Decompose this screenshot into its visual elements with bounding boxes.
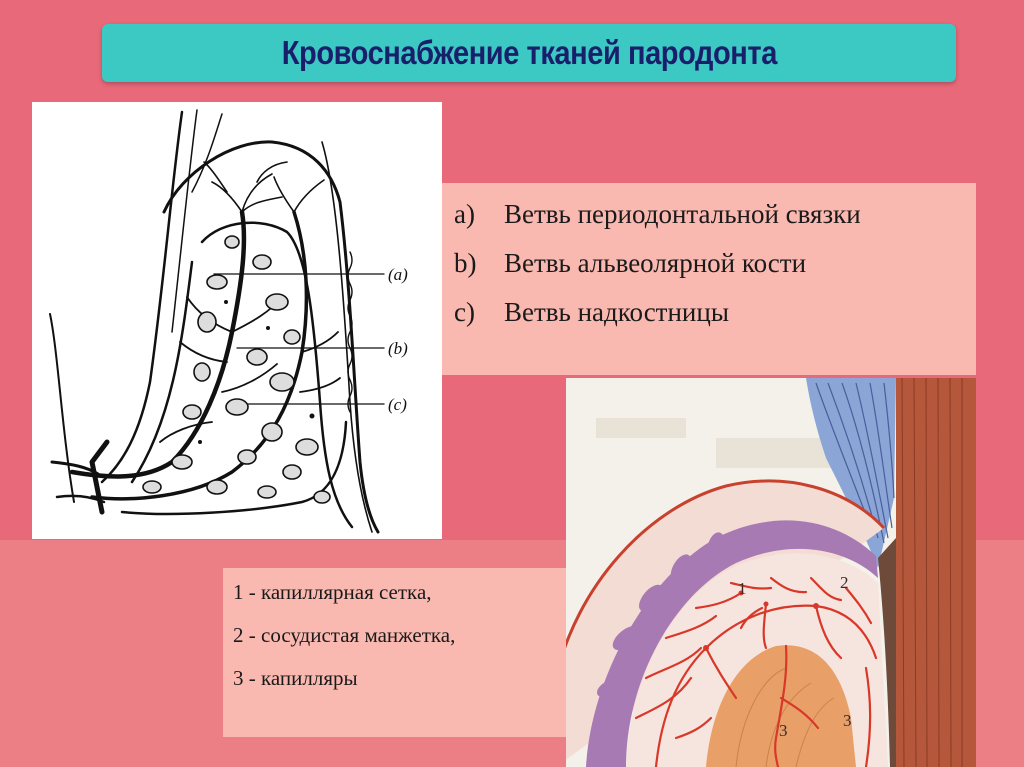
legend-marker: c) bbox=[454, 297, 475, 327]
legend-capillaries-list: 1 - капиллярная сетка, 2 - сосудистая ма… bbox=[223, 568, 566, 689]
periodontal-vessels-svg: (a) (b) (c) bbox=[49, 109, 408, 534]
diagram-label-a: (a) bbox=[388, 265, 408, 284]
gingiva-capillaries-illustration: 1 2 3 3 bbox=[566, 378, 976, 767]
illustration-label-1: 1 bbox=[738, 579, 747, 598]
legend-item: 3 - капилляры bbox=[233, 666, 358, 690]
legend-item: 1 - капиллярная сетка, bbox=[233, 580, 432, 604]
legend-item: b) Ветвь альвеолярной кости bbox=[454, 250, 976, 277]
diagram-label-b: (b) bbox=[388, 339, 408, 358]
legend-marker: a) bbox=[454, 199, 475, 229]
legend-item: c) Ветвь надкостницы bbox=[454, 299, 976, 326]
legend-branches-panel: a) Ветвь периодонтальной связки b) Ветвь а… bbox=[442, 183, 976, 375]
legend-text: Ветвь периодонтальной связки bbox=[504, 199, 861, 229]
legend-text: Ветвь альвеолярной кости bbox=[504, 248, 807, 278]
legend-branches-list: a) Ветвь периодонтальной связки b) Ветвь а… bbox=[442, 183, 976, 326]
legend-marker: b) bbox=[454, 248, 477, 278]
slide-title: Кровоснабжение тканей пародонта bbox=[281, 34, 777, 71]
legend-text: Ветвь надкостницы bbox=[504, 297, 729, 327]
illustration-label-3b: 3 bbox=[843, 711, 852, 730]
illustration-label-2: 2 bbox=[840, 573, 849, 592]
legend-capillaries-panel: 1 - капиллярная сетка, 2 - сосудистая ма… bbox=[223, 568, 566, 737]
legend-item: 2 - сосудистая манжетка, bbox=[233, 623, 456, 647]
title-bar: Кровоснабжение тканей пародонта bbox=[102, 24, 956, 82]
legend-item: a) Ветвь периодонтальной связки bbox=[454, 201, 976, 228]
periodontal-vessels-drawing: (a) (b) (c) bbox=[32, 102, 442, 539]
diagram-label-c: (c) bbox=[388, 395, 407, 414]
gingiva-capillaries-svg: 1 2 3 3 bbox=[566, 378, 976, 767]
illustration-label-3: 3 bbox=[779, 721, 788, 740]
